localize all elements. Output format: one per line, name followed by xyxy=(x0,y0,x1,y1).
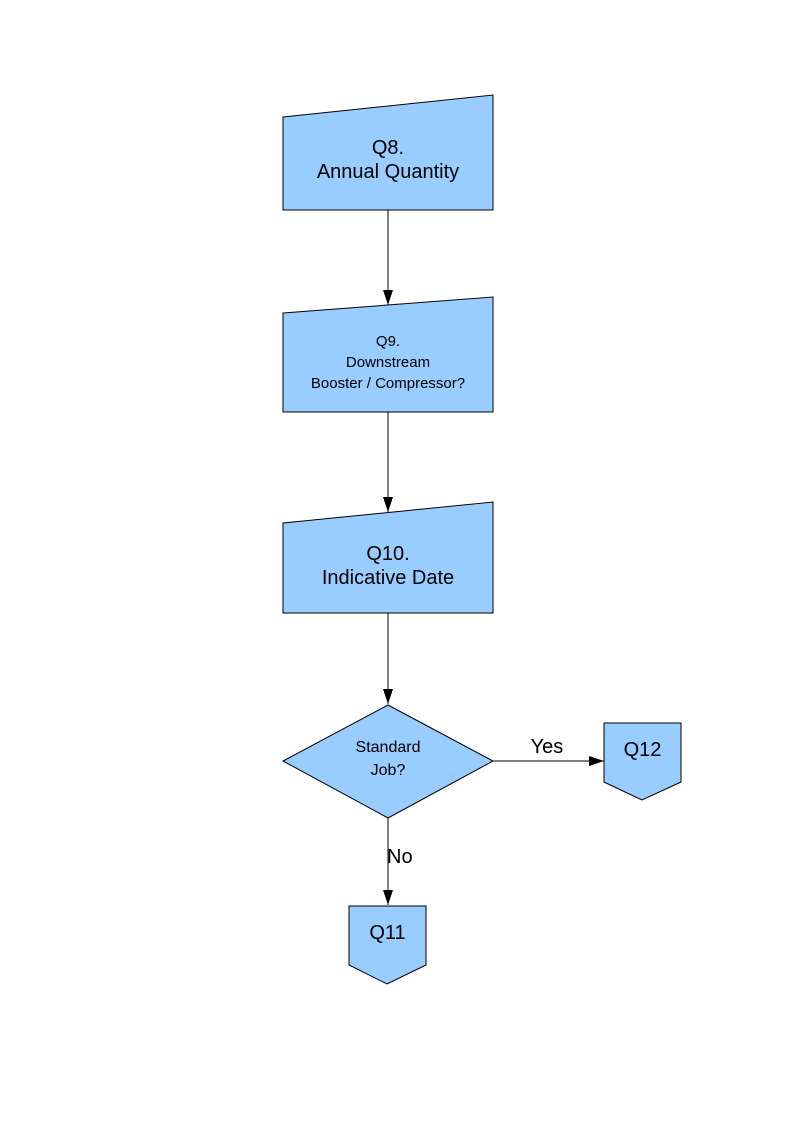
node-q8-shape xyxy=(282,94,494,211)
node-q11-shape xyxy=(348,905,427,985)
node-q10-shape xyxy=(282,501,494,614)
node-q12-shape xyxy=(603,722,682,801)
node-q9-shape xyxy=(282,296,494,413)
decision-standard-job-shape xyxy=(281,704,495,819)
